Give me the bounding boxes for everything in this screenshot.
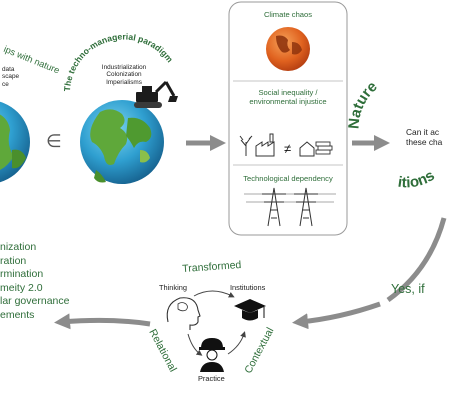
list-item: lar governance (0, 295, 70, 308)
nature-question-line: these cha (406, 137, 443, 147)
list-item: ements (0, 308, 35, 321)
excavator-icon (134, 80, 178, 108)
node-thinking: Thinking (159, 283, 187, 292)
power-lines (244, 193, 336, 203)
arc-arrow-right (386, 217, 447, 303)
thinking-head-icon (166, 297, 201, 330)
dead-tree-icon (239, 135, 253, 156)
list-item: ration (0, 254, 27, 267)
cycle-label-transformed: Transformed (182, 259, 242, 275)
cycle-arrow-left (187, 333, 203, 356)
bottom-list: nization ration rmination meity 2.0 lar … (0, 241, 69, 323)
inequality-symbol: ≠ (284, 141, 292, 156)
left-earth-globe (0, 101, 30, 183)
element-of-symbol: ∈ (46, 131, 62, 151)
techno-items: Industrialization Colonization Imperiali… (96, 64, 152, 86)
cycle-arrow-right (227, 331, 246, 355)
box-title-inequality: Social inequality / environmental injust… (249, 88, 327, 106)
left-panel-item: ce (2, 80, 9, 88)
impacts-box (228, 1, 348, 236)
house-icon (299, 141, 315, 157)
list-item: rmination (0, 268, 44, 281)
node-institutions: Institutions (230, 283, 266, 292)
money-stack-icon (315, 141, 333, 155)
yes-if-label: Yes, if (391, 282, 425, 296)
middle-earth-globe (80, 100, 164, 184)
box-title-technology: Technological dependency (243, 174, 333, 183)
techno-item: Imperialisms (106, 78, 142, 86)
left-panel-item: data (2, 66, 15, 73)
techno-item: Colonization (106, 71, 142, 79)
cycle-label-contextual: Contextual (242, 326, 276, 376)
nature-label: Nature (345, 78, 380, 130)
nature-question: Can it ac these cha (406, 127, 442, 147)
arrow-to-list (54, 313, 151, 330)
climate-chaos-globe (266, 27, 310, 71)
arrow-to-cycle (292, 301, 381, 330)
box-title-climate: Climate chaos (263, 10, 313, 19)
list-item: meity 2.0 (0, 281, 43, 294)
left-panel-item: scape (2, 73, 20, 81)
power-tower-icon (294, 187, 318, 227)
itions-label: itions (397, 167, 438, 191)
left-panel-items: data scape ce (2, 66, 19, 88)
graduation-cap-icon (234, 299, 266, 321)
list-item: nization (0, 241, 37, 253)
power-tower-icon (262, 187, 286, 227)
cycle-label-relational: Relational (146, 327, 179, 374)
worker-icon (199, 338, 225, 372)
nature-question-line: Can it ac (406, 127, 440, 137)
node-practice: Practice (198, 374, 225, 383)
cycle-arrow-top (193, 290, 235, 298)
techno-item: Industrialization (101, 64, 147, 71)
factory-icon (255, 133, 275, 157)
